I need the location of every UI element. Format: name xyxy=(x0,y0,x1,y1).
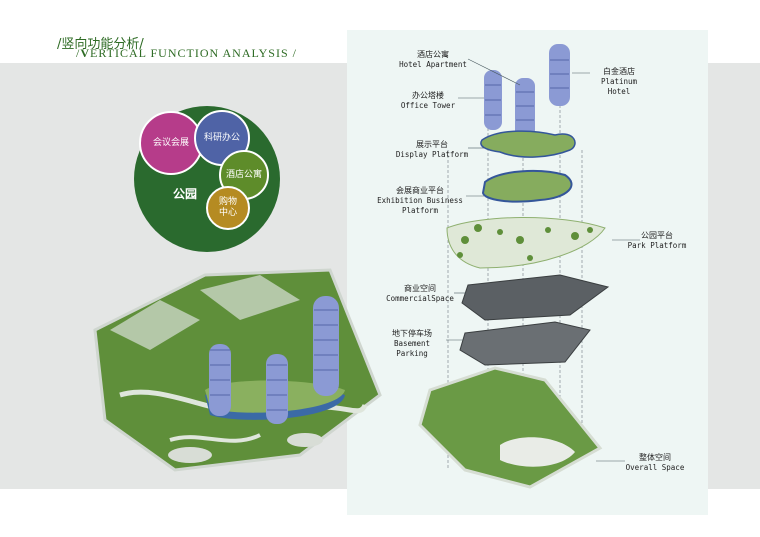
exhibition-platform-slab xyxy=(481,169,573,203)
title-chinese: /竖向功能分析/ xyxy=(57,37,144,52)
shopping-circle xyxy=(206,186,250,230)
overall-space-slab xyxy=(418,366,603,489)
display-platform-slab xyxy=(480,130,576,158)
overall-space-void xyxy=(500,437,575,467)
office-label: 科研办公 xyxy=(203,133,240,143)
conference-label: 会议会展 xyxy=(152,138,189,148)
towers-layer xyxy=(484,44,570,138)
park-platform-slab xyxy=(446,217,606,269)
title-english: /VERTICAL FUNCTION ANALYSIS / xyxy=(76,46,297,60)
shopping-label: 购物中心 xyxy=(218,197,237,218)
site-massing-model xyxy=(93,268,382,472)
hotel-label: 酒店公寓 xyxy=(225,170,262,180)
commercial-space-slab xyxy=(461,274,610,321)
basement-parking-slab xyxy=(459,321,591,366)
park-trees xyxy=(457,224,593,261)
label-leader-lines xyxy=(446,58,640,462)
park-label: 公园 xyxy=(172,187,197,201)
function-circle-diagram xyxy=(134,106,280,252)
